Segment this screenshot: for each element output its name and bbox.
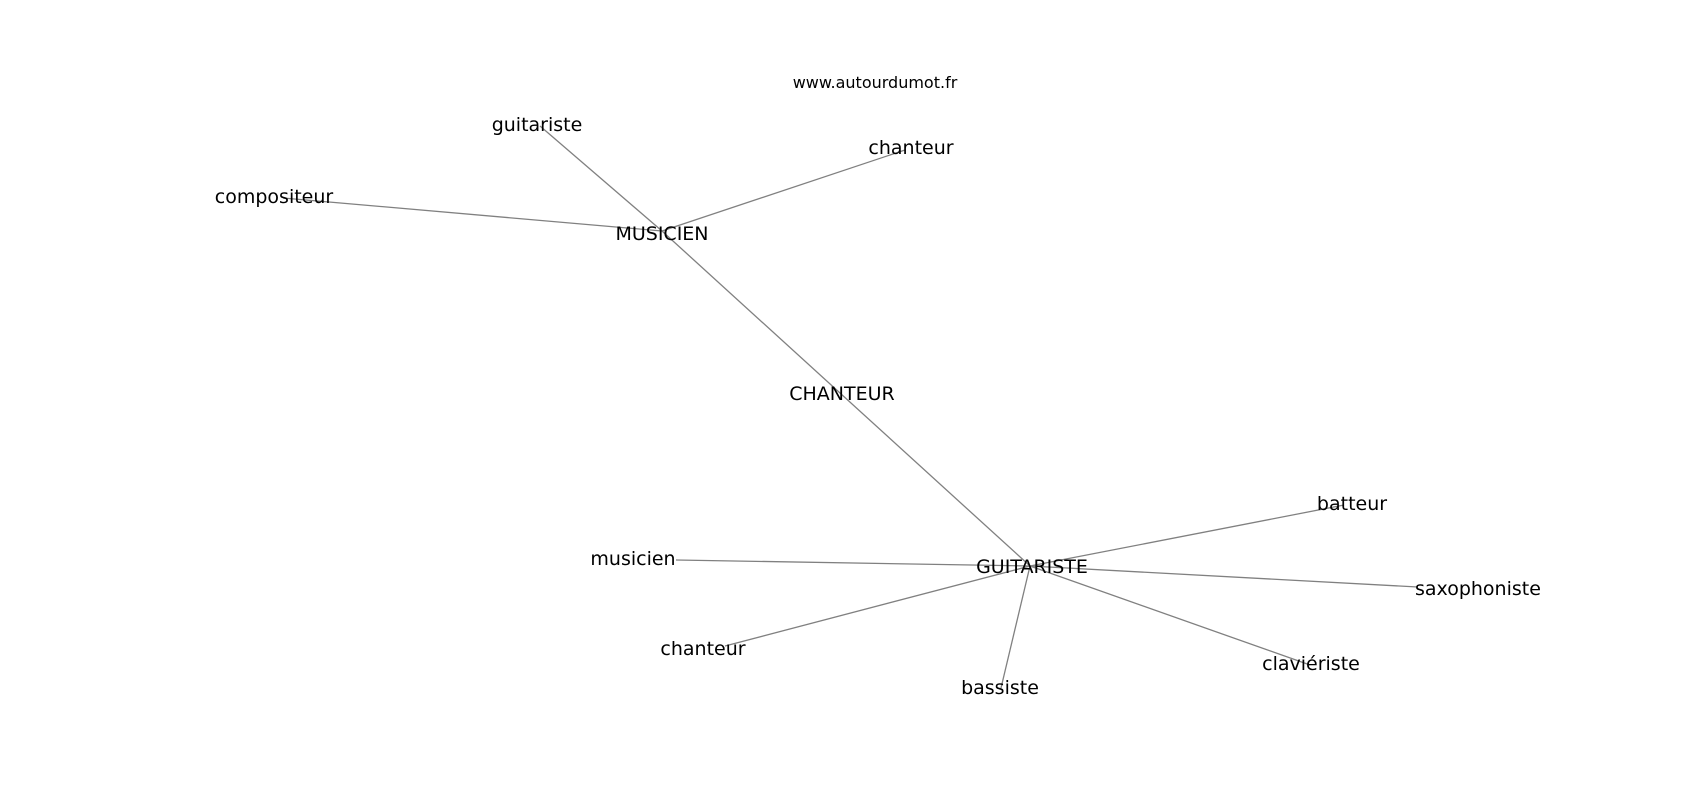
node-label-saxophoniste: saxophoniste bbox=[1415, 578, 1541, 600]
node-label-clavieriste: claviériste bbox=[1262, 653, 1360, 675]
node-label-chanteur-top: chanteur bbox=[868, 137, 953, 159]
labels-layer: CHANTEUR MUSICIEN GUITARISTE guitariste comp… bbox=[215, 114, 1541, 699]
edge-guitariste-hub-to-bassiste bbox=[1000, 565, 1031, 689]
edge-guitariste-hub-to-clavieriste bbox=[1029, 565, 1311, 666]
node-label-bassiste: bassiste bbox=[961, 677, 1039, 699]
edge-musicien-hub-to-compositeur bbox=[282, 197, 663, 232]
node-label-musicien-leaf: musicien bbox=[590, 548, 675, 570]
edge-guitariste-hub-to-musicien-leaf bbox=[675, 559, 1031, 567]
edge-musicien-hub-to-chanteur-top bbox=[661, 149, 906, 232]
node-label-batteur: batteur bbox=[1317, 493, 1387, 515]
edges-layer bbox=[282, 125, 1419, 689]
node-label-compositeur: compositeur bbox=[215, 186, 334, 208]
node-label-guitariste-hub: GUITARISTE bbox=[976, 556, 1088, 578]
edge-guitariste-hub-to-saxophoniste bbox=[1029, 565, 1419, 588]
source-watermark: www.autourdumot.fr bbox=[793, 73, 958, 92]
edge-guitariste-hub-to-chanteur-bottom bbox=[724, 565, 1031, 647]
edge-musicien-hub-to-guitariste-leaf bbox=[539, 125, 663, 232]
node-label-guitariste-leaf: guitariste bbox=[492, 114, 583, 136]
edge-guitariste-hub-to-batteur bbox=[1029, 504, 1345, 567]
node-label-chanteur-bottom: chanteur bbox=[660, 638, 745, 660]
edge-musicien-hub-to-guitariste-hub bbox=[661, 230, 1031, 567]
node-label-chanteur-center: CHANTEUR bbox=[789, 383, 894, 405]
node-label-musicien-hub: MUSICIEN bbox=[615, 223, 708, 245]
